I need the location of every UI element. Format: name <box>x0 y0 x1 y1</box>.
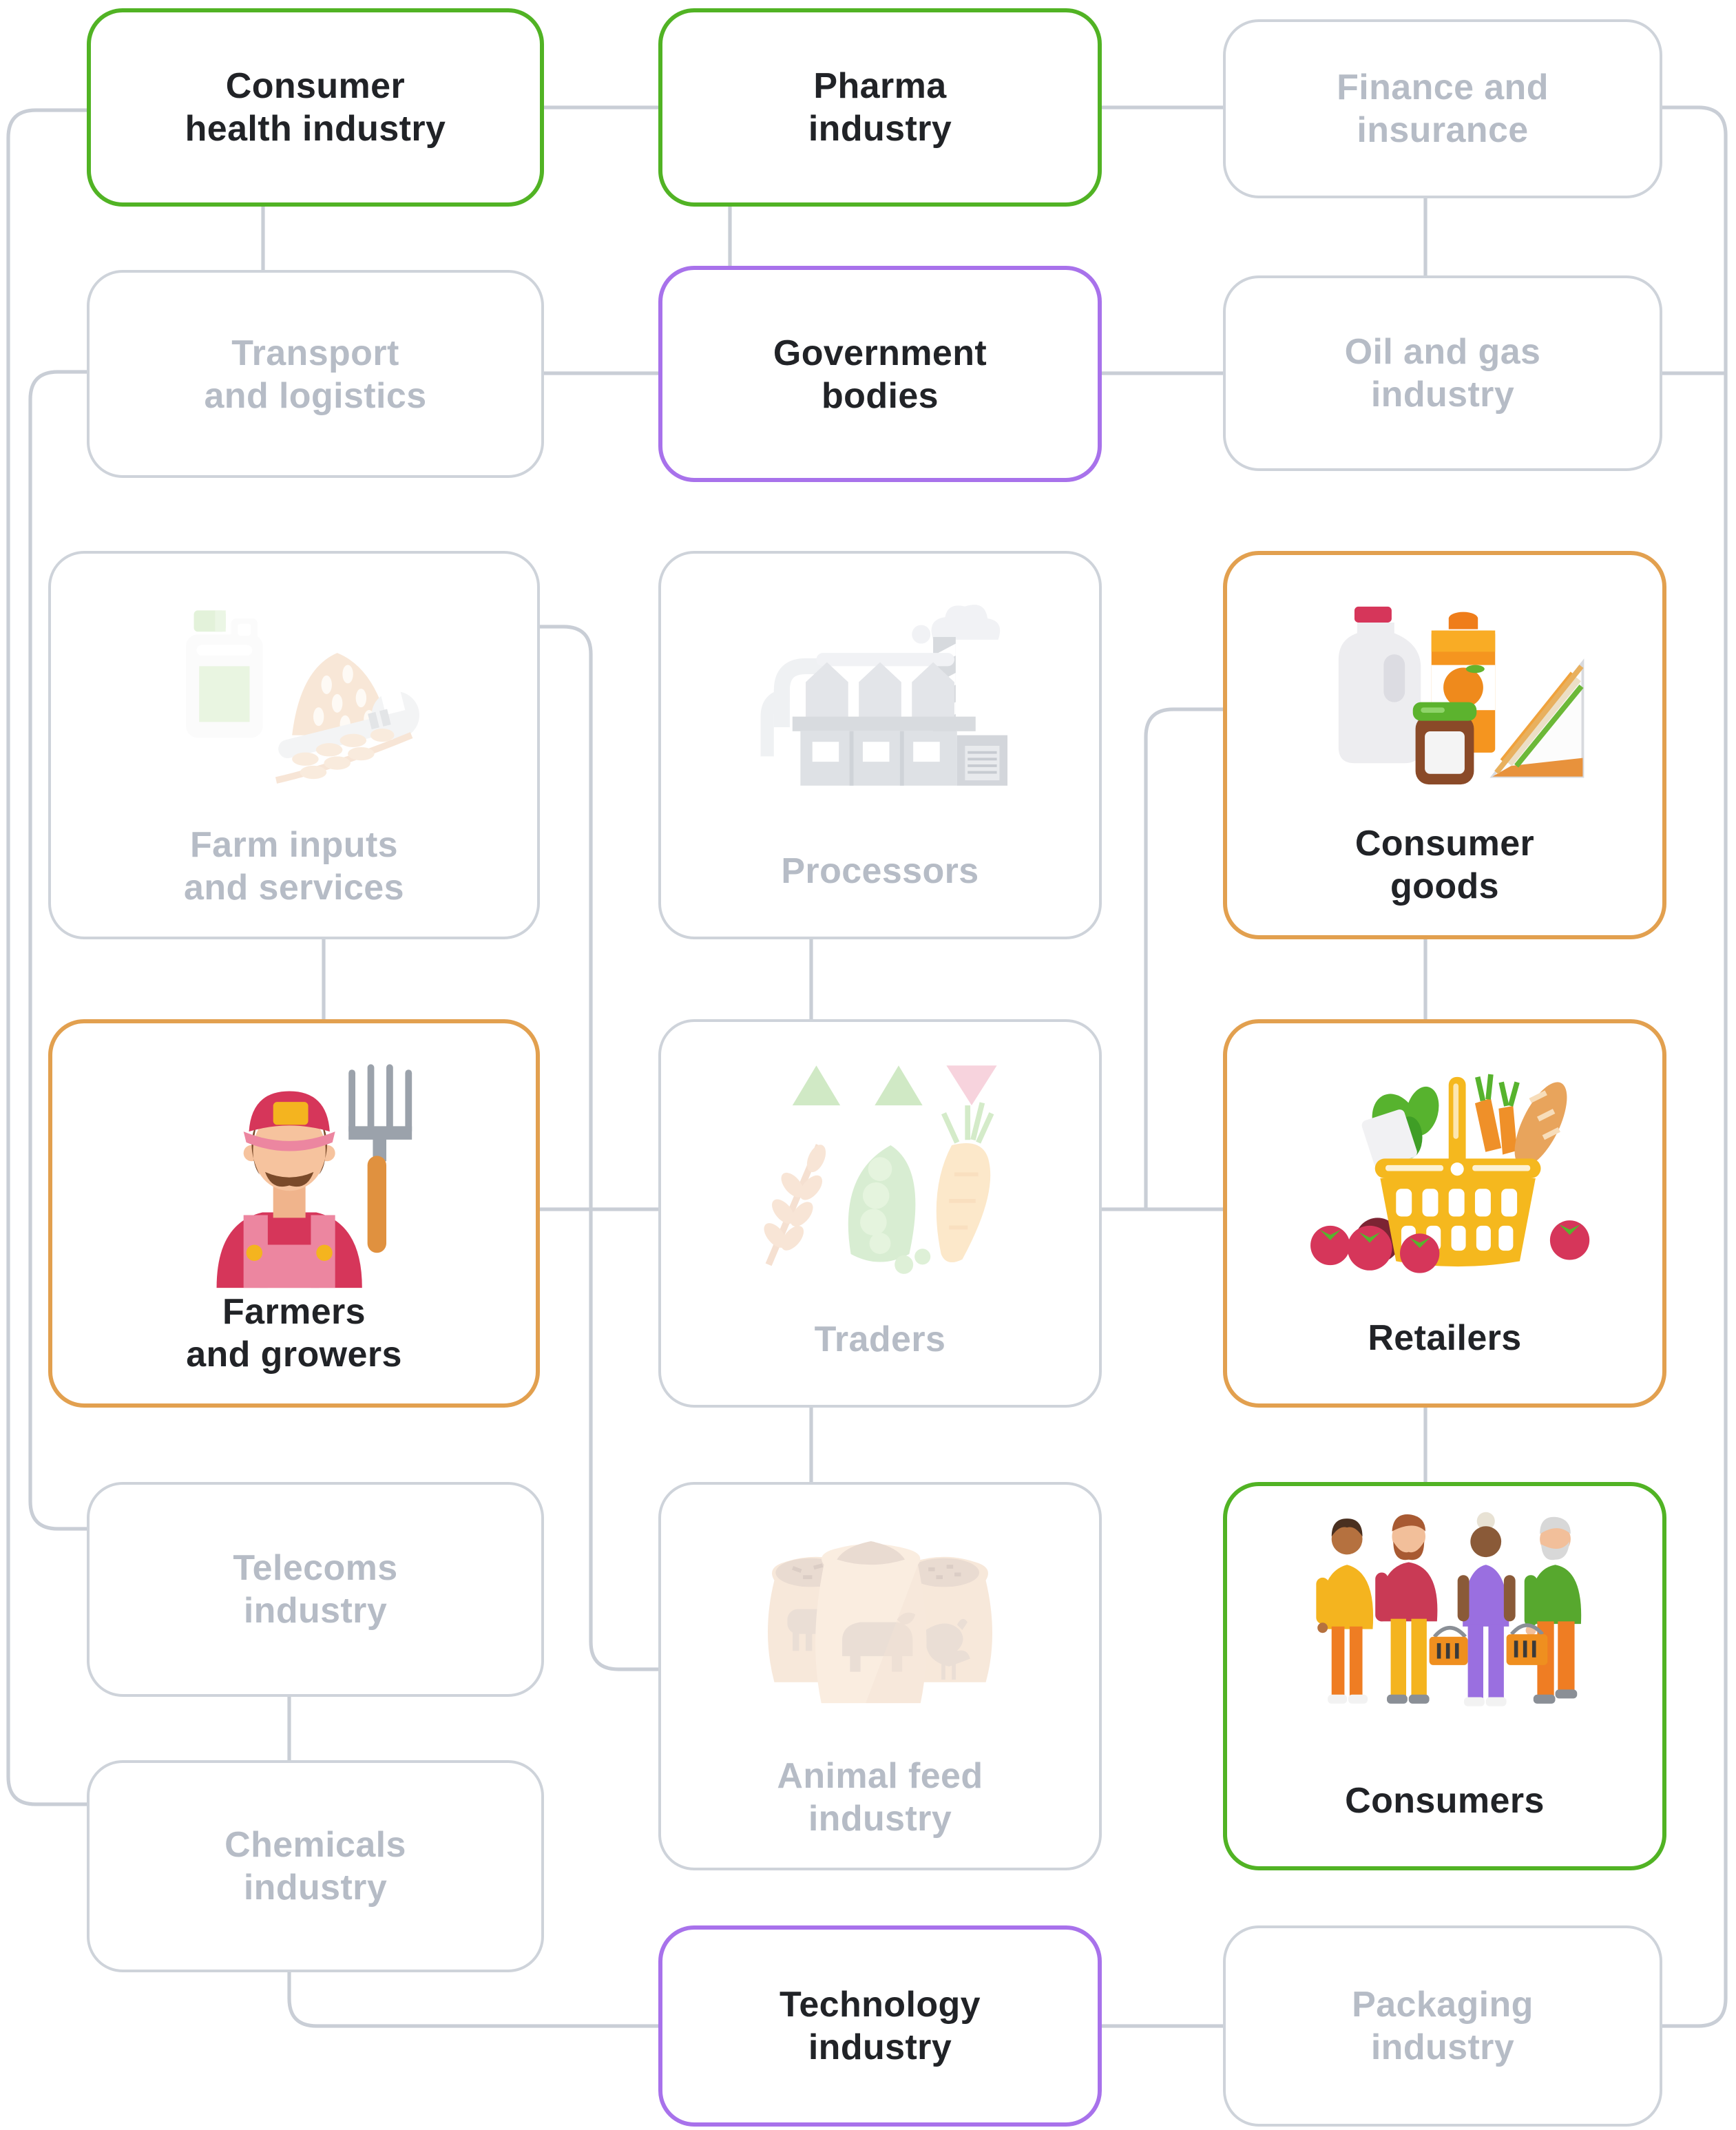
connector-chemicals-technology <box>287 1972 658 2028</box>
node-packaging-industry: Packaging industry <box>1223 1925 1662 2127</box>
node-label: Telecoms industry <box>233 1547 398 1631</box>
node-label: Packaging industry <box>1352 1983 1534 2067</box>
shoppers-icon <box>1290 1508 1599 1749</box>
node-label: Animal feed industry <box>777 1755 983 1839</box>
node-retailers: Retailers <box>1223 1019 1666 1408</box>
commodities-icon <box>734 1044 1026 1288</box>
connector-consumer-goods-traders-link <box>1144 707 1223 1209</box>
node-label: Retailers <box>1368 1317 1522 1358</box>
node-pharma-industry: Pharma industry <box>658 8 1102 207</box>
node-animal-feed-industry: Animal feed industry <box>658 1482 1102 1870</box>
node-farm-inputs-and-services: Farm inputs and services <box>48 551 540 939</box>
node-label: Technology industry <box>780 1983 981 2067</box>
node-label: Traders <box>814 1318 946 1359</box>
node-traders: Traders <box>658 1019 1102 1408</box>
node-processors: Processors <box>658 551 1102 939</box>
node-label: Processors <box>781 850 979 891</box>
node-label: Chemicals industry <box>224 1824 406 1908</box>
node-label: Transport and logistics <box>204 331 427 415</box>
node-label: Consumer health industry <box>185 65 446 149</box>
feed-sacks-icon <box>730 1507 1030 1734</box>
node-label: Pharma industry <box>808 65 952 149</box>
node-finance-and-insurance: Finance and insurance <box>1223 19 1662 198</box>
grocery-basket-icon <box>1293 1045 1596 1289</box>
node-oil-and-gas-industry: Oil and gas industry <box>1223 275 1662 471</box>
node-government-bodies: Government bodies <box>658 266 1102 482</box>
node-technology-industry: Technology industry <box>658 1925 1102 2127</box>
connector-consumer-health-chemicals <box>6 108 87 1806</box>
node-consumer-goods: Consumer goods <box>1223 551 1666 939</box>
node-label: Consumers <box>1345 1779 1545 1821</box>
groceries-icon <box>1299 577 1591 821</box>
node-label: Finance and insurance <box>1337 66 1549 150</box>
node-consumer-health-industry: Consumer health industry <box>87 8 544 207</box>
farm-supplies-icon <box>148 576 440 814</box>
farmer-icon <box>145 1045 443 1297</box>
connector-farm-inputs-animal-feed <box>540 625 658 1671</box>
node-consumers: Consumers <box>1223 1482 1666 1870</box>
connector-finance-packaging-bus <box>1662 105 1728 2028</box>
node-label: Farmers and growers <box>186 1291 402 1375</box>
node-label: Oil and gas industry <box>1344 331 1541 415</box>
node-chemicals-industry: Chemicals industry <box>87 1760 544 1972</box>
node-label: Consumer goods <box>1355 822 1535 906</box>
node-farmers-and-growers: Farmers and growers <box>48 1019 540 1408</box>
factory-icon <box>734 576 1026 814</box>
node-telecoms-industry: Telecoms industry <box>87 1482 544 1697</box>
node-label: Government bodies <box>773 331 987 415</box>
node-transport-and-logistics: Transport and logistics <box>87 270 544 478</box>
node-label: Farm inputs and services <box>184 824 404 908</box>
connector-transport-telecoms <box>28 370 87 1531</box>
